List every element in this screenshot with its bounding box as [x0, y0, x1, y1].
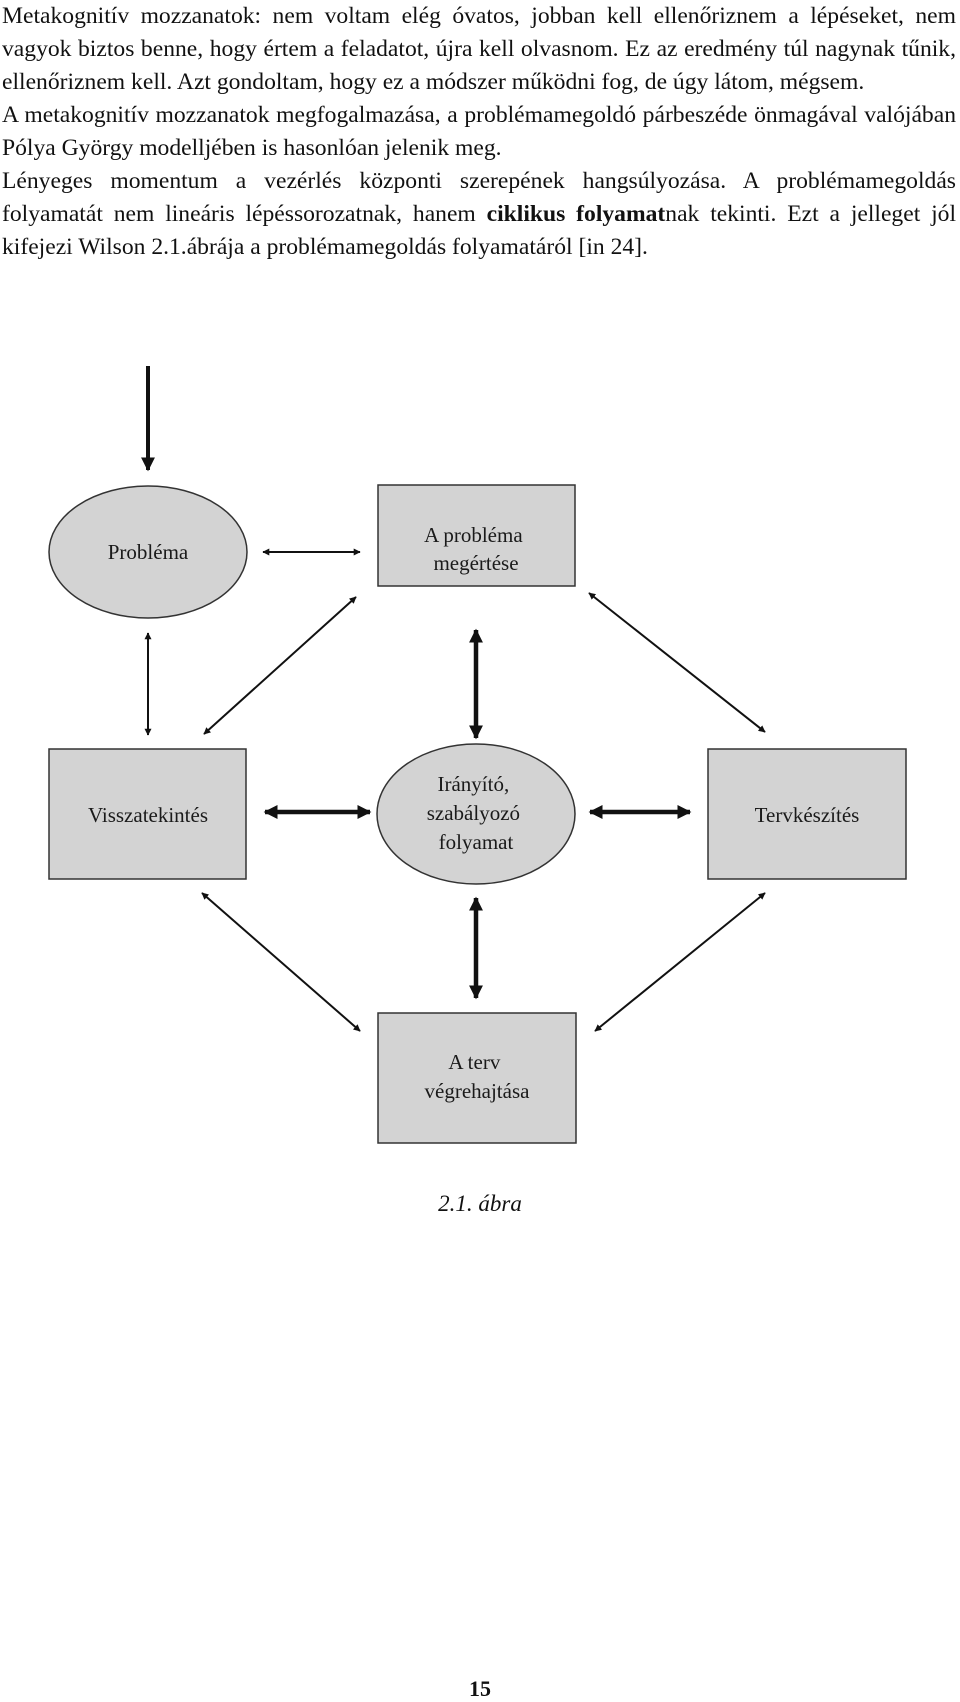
arrow-planning-execution: [594, 892, 766, 1032]
page-number: 15: [469, 1676, 491, 1701]
node-looking-back: Visszatekintés: [48, 748, 247, 880]
problem-solving-diagram: Probléma A probléma megértése Visszateki…: [0, 360, 960, 1250]
svg-text:Irányító, szabályozó: Irányító, szabályozó folyamat: [427, 772, 526, 854]
svg-text:A probléma megértése: A probléma megértése: [424, 523, 528, 575]
svg-text:Visszatekintés: Visszatekintés: [88, 803, 208, 827]
node-control-line-2: szabályozó: [427, 801, 520, 825]
node-understanding-line-1: A probléma: [424, 523, 523, 547]
node-execution: A terv végrehajtása: [377, 1012, 577, 1144]
arrow-understanding-planning: [588, 592, 766, 733]
node-planning-label: Tervkészítés: [755, 803, 860, 827]
node-planning: Tervkészítés: [707, 748, 907, 880]
node-control-line-3: folyamat: [439, 830, 514, 854]
paragraph-polya-model: A metakognitív mozzanatok megfogalmazása…: [2, 102, 956, 161]
node-problem-label: Probléma: [108, 540, 189, 564]
svg-text:A terv végrehajtása: A terv végrehajtása: [425, 1050, 531, 1103]
node-control-line-1: Irányító,: [438, 772, 510, 796]
node-execution-line-1: A terv: [448, 1050, 500, 1074]
node-understanding: A probléma megértése: [377, 484, 576, 587]
node-control: Irányító, szabályozó folyamat: [376, 743, 576, 885]
node-problem: Probléma: [48, 485, 248, 619]
paragraph-metacognitive-moments: Metakognitív mozzanatok: nem voltam elég…: [2, 3, 956, 95]
arrow-looking-back-execution: [201, 892, 361, 1032]
paragraph-text-before: Lényeges momentum a vezérlés központi sz…: [2, 168, 956, 227]
node-execution-line-2: végrehajtása: [425, 1079, 531, 1103]
emphasis-cyclic-process: ciklikus folyamat: [486, 201, 666, 227]
diagram-canvas: Probléma A probléma megértése Visszateki…: [48, 366, 907, 1144]
arrow-understanding-looking-back: [203, 596, 357, 735]
node-understanding-line-2: megértése: [433, 551, 518, 575]
svg-text:Tervkészítés: Tervkészítés: [755, 803, 860, 827]
body-text: Metakognitív mozzanatok: nem voltam elég…: [2, 0, 956, 264]
svg-text:Probléma: Probléma: [108, 540, 189, 564]
node-looking-back-label: Visszatekintés: [88, 803, 208, 827]
paragraph-text-after: nak tekinti. Ezt a jelleget jól kifejezi…: [2, 201, 956, 260]
paragraph-cyclic-process: Lényeges momentum a vezérlés központi sz…: [2, 165, 956, 264]
figure-caption: 2.1. ábra: [438, 1191, 522, 1216]
